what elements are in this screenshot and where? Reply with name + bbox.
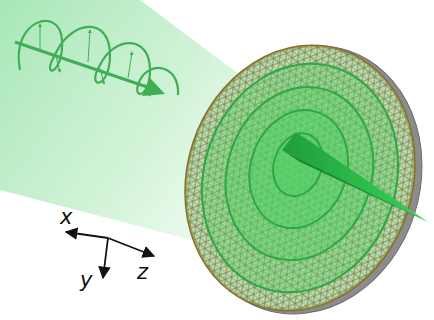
focus-cone-shade — [282, 150, 428, 222]
axis-label: x — [60, 207, 72, 228]
polarisation-helix — [19, 21, 178, 96]
metasurface-disk — [130, 0, 434, 320]
focus-cone — [282, 132, 428, 222]
axis-label: y — [80, 270, 92, 291]
axis-label: z — [137, 262, 148, 283]
propagation-arrowhead — [142, 78, 165, 96]
propagation-arrow — [15, 42, 150, 88]
